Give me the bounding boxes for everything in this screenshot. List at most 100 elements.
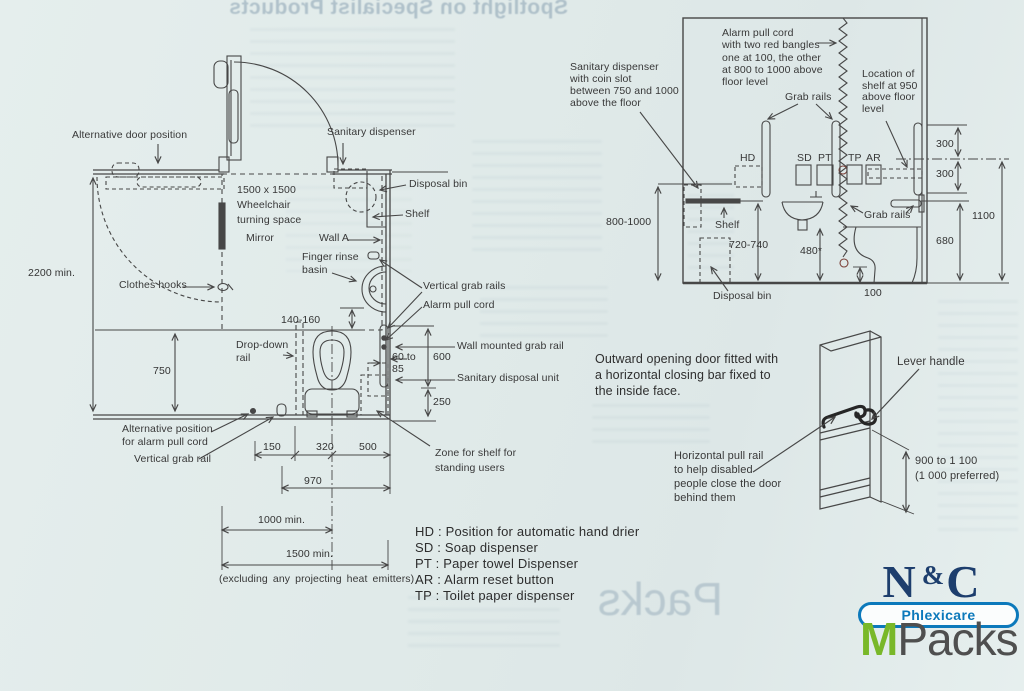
legend-item-pt: PT : Paper towel Dispenser (415, 556, 579, 571)
dim-600: 600 (433, 351, 451, 363)
bleedthrough-paragraph (480, 286, 608, 344)
sanitary-dispenser-elevation (683, 184, 702, 228)
label-alt-door-position: Alternative door position (72, 129, 188, 141)
plan-linework (93, 55, 455, 570)
label-vertical-grab-rail: Vertical grab rail (134, 453, 212, 465)
dim-140-160: 140-160 (281, 314, 321, 326)
dim-300-lower: 300 (936, 168, 954, 180)
shelf-plan (366, 174, 386, 228)
note-alarm-cord: Alarm pull cord with two red bangles one… (722, 27, 823, 89)
sanitary-disposal-unit (367, 362, 389, 397)
note-shelf-location: Location of shelf at 950 above floor lev… (862, 68, 918, 115)
dim-750: 750 (153, 365, 171, 377)
alternative-door (96, 162, 225, 303)
wheelchair-turning-space (221, 173, 383, 331)
grab-rail-right (831, 120, 841, 198)
dim-1100: 1100 (972, 210, 995, 222)
wc-elevation (843, 226, 921, 284)
washbasin-elevation (781, 191, 824, 231)
grab-rail-left (761, 120, 771, 198)
vertical-grab-rail-bottom (276, 403, 287, 417)
bleedthrough-paragraph (472, 140, 602, 252)
mpacks-logo: MPacks (860, 615, 1019, 663)
wall-mounted-grab-rail-plan (379, 324, 389, 388)
dim-1000: 1000 min. (258, 514, 306, 526)
phlexicare-badge: Phlexicare (858, 602, 1019, 628)
red-bangle-lower (839, 258, 849, 268)
horizontal-pull-rail (821, 404, 878, 429)
dim-900-1100: 900 to 1 100 (1 000 preferred) (915, 455, 1000, 482)
bleedthrough-paragraph (408, 596, 560, 654)
bleedthrough-paragraph (938, 300, 1018, 540)
label-mirror: Mirror (246, 232, 275, 244)
dim-720-740: 720-740 (729, 239, 769, 251)
label-disposal-bin-plan: Disposal bin (409, 178, 468, 190)
dim-250: 250 (433, 396, 451, 408)
sanitary-dispenser-plan (333, 168, 368, 189)
door-linework (752, 330, 920, 515)
lever-handle-shape (856, 408, 878, 426)
clothes-hook (217, 282, 229, 292)
door-panel (819, 330, 882, 510)
nc-logo-amp: & (921, 560, 947, 590)
note-pull-rail: Horizontal pull rail to help disabled pe… (674, 450, 782, 504)
drop-down-rail (295, 321, 304, 416)
legend-item-sd: SD : Soap dispenser (415, 540, 539, 555)
dim-1500: 1500 min. (286, 548, 334, 560)
finger-rinse-basin (361, 265, 387, 313)
dim-480: 480* (800, 245, 823, 257)
nc-logo-c: C (946, 556, 986, 607)
dim-2200: 2200 min. (28, 267, 76, 279)
alt-alarm-position (249, 407, 257, 415)
note-outward-door: Outward opening door fitted with a horiz… (595, 352, 779, 398)
dim-970: 970 (304, 475, 322, 487)
label-clothes-hooks: Clothes hooks (119, 279, 187, 291)
mirror-plan (218, 202, 226, 250)
label-drop-down-rail: Drop-down rail (236, 339, 289, 364)
soap-dispenser-box (795, 164, 812, 186)
hand-drier-box (734, 165, 763, 188)
label-wall-a: Wall A (319, 232, 349, 244)
dim-500: 500 (359, 441, 377, 453)
label-sanitary-dispenser-plan: Sanitary dispenser (327, 126, 416, 138)
horizontal-grab-rail (890, 199, 922, 208)
dim-800-1000: 800-1000 (606, 216, 652, 228)
nc-logo-n: N (882, 556, 922, 607)
label-shelf-elevation: Shelf (715, 219, 740, 231)
label-wall-mounted-grab-rail: Wall mounted grab rail (457, 340, 564, 352)
disposal-bin-elevation (699, 237, 731, 284)
elevation-linework (639, 17, 1009, 292)
paper-towel-box (816, 164, 834, 186)
label-alarm-pull-cord: Alarm pull cord (423, 299, 495, 311)
dim-60-85: 60 to 85 (392, 351, 416, 375)
label-sanitary-disposal-unit: Sanitary disposal unit (457, 372, 560, 384)
label-zone-shelf: Zone for shelf for standing users (435, 447, 517, 474)
dim-300-upper: 300 (936, 138, 954, 150)
legend-item-hd: HD : Position for automatic hand drier (415, 524, 640, 539)
label-turning-space: 1500 x 1500 Wheelchair turning space (237, 184, 302, 226)
label-ar: AR (866, 152, 881, 164)
label-sd: SD (797, 152, 812, 164)
label-shelf-plan: Shelf (405, 208, 430, 220)
label-disposal-bin-elevation: Disposal bin (713, 290, 772, 302)
label-finger-rinse-basin: Finger rinse basin (302, 251, 359, 276)
legend-item-tp: TP : Toilet paper dispenser (415, 588, 575, 603)
label-alt-alarm-position: Alternative position for alarm pull cord (122, 423, 213, 448)
bleedthrough-paragraph (592, 404, 710, 446)
bleedthrough-paragraph (286, 186, 412, 272)
label-lever-handle: Lever handle (897, 356, 965, 368)
toilet-paper-box (846, 164, 863, 185)
label-grab-rails-right: Grab rails (864, 209, 911, 221)
note-sanitary-dispenser: Sanitary dispenser with coin slot betwee… (570, 61, 679, 109)
bleedthrough-paragraph (688, 182, 734, 274)
dim-150: 150 (263, 441, 281, 453)
bleedthrough-paragraph (250, 28, 455, 128)
disposal-bin-plan (345, 181, 377, 213)
shelf-zone (360, 374, 389, 416)
alarm-reset-box (865, 164, 882, 185)
shelf-elevation (685, 198, 741, 204)
label-grab-rails-top: Grab rails (785, 91, 832, 103)
dim-320: 320 (316, 441, 334, 453)
